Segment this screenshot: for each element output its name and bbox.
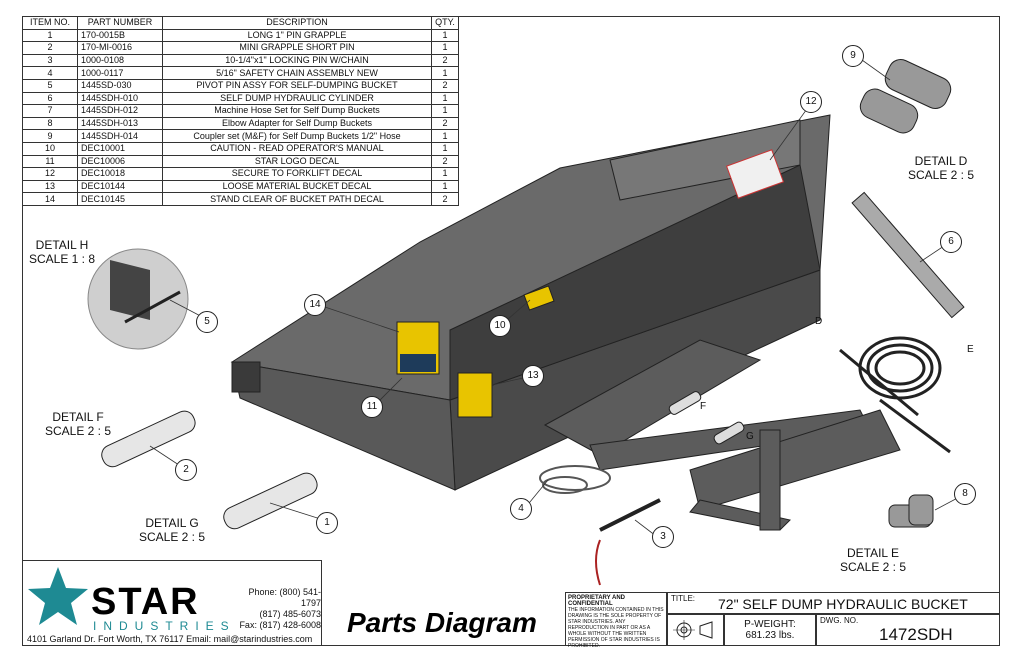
drawing-number-cell: DWG. NO. 1472SDH — [816, 614, 1000, 646]
weight-cell: P-WEIGHT: 681.23 lbs. — [724, 614, 816, 646]
detail-g-name: DETAIL G — [145, 516, 199, 530]
balloon-2: 2 — [175, 459, 197, 481]
star-logo-icon — [28, 567, 88, 625]
title-cell: TITLE: 72" SELF DUMP HYDRAULIC BUCKET — [667, 592, 1000, 614]
detail-h-scale: SCALE 1 : 8 — [28, 252, 96, 266]
drawing-title: 72" SELF DUMP HYDRAULIC BUCKET — [718, 596, 968, 612]
cell-qty: 1 — [431, 141, 459, 156]
detail-g-pin — [713, 421, 745, 445]
company-address: 4101 Garland Dr. Fort Worth, TX 76117 Em… — [27, 634, 313, 644]
balloon-1: 1 — [316, 512, 338, 534]
forklift-frame — [543, 339, 901, 531]
detail-h-name: DETAIL H — [35, 238, 89, 252]
projection-symbol-cell — [667, 614, 724, 646]
balloon-8: 8 — [954, 483, 976, 505]
balloon-9: 9 — [842, 45, 864, 67]
detail-h-label: DETAIL H SCALE 1 : 8 — [18, 238, 106, 266]
detail-f-pin — [668, 391, 702, 415]
parts-table-header: ITEM NO. PART NUMBER DESCRIPTION QTY. — [22, 16, 459, 30]
balloon-12: 12 — [800, 91, 822, 113]
safety-chain — [539, 465, 611, 494]
view-letter-e: E — [967, 344, 974, 355]
balloon-10: 10 — [489, 315, 511, 337]
detail-e-scale: SCALE 2 : 5 — [839, 560, 907, 574]
detail-e-label: DETAIL E SCALE 2 : 5 — [828, 546, 918, 574]
cell-part-number: DEC10145 — [77, 192, 163, 206]
detail-f-label: DETAIL F SCALE 2 : 5 — [34, 410, 122, 438]
star-logo-decal — [400, 354, 436, 372]
cell-description: STAND CLEAR OF BUCKET PATH DECAL — [162, 192, 432, 206]
detail-g-label: DETAIL G SCALE 2 : 5 — [128, 516, 216, 544]
drawing-frame — [22, 16, 1000, 646]
pin-1 — [223, 472, 318, 530]
cell-item-no: 14 — [22, 192, 78, 206]
coupler-set — [859, 58, 952, 134]
detail-d-scale: SCALE 2 : 5 — [907, 168, 975, 182]
company-sub: INDUSTRIES — [93, 619, 236, 633]
dwg-label: DWG. NO. — [820, 616, 859, 625]
company-name: STAR — [91, 581, 200, 623]
prop-text: THE INFORMATION CONTAINED IN THIS DRAWIN… — [568, 607, 664, 649]
balloon-5: 5 — [196, 311, 218, 333]
balloon-14: 14 — [304, 294, 326, 316]
title-block: STAR INDUSTRIES Phone: (800) 541-1797 (8… — [22, 560, 1000, 649]
detail-g-scale: SCALE 2 : 5 — [138, 530, 206, 544]
balloon-3: 3 — [652, 526, 674, 548]
company-fax: Fax: (817) 428-6008 — [239, 620, 321, 630]
weight-value: 681.23 lbs. — [745, 630, 795, 641]
view-letter-d: D — [815, 316, 823, 327]
company-phone2: (817) 485-6073 — [259, 609, 321, 619]
elbow-adapter — [888, 494, 934, 528]
pin-2 — [101, 410, 196, 468]
hydraulic-cylinder — [851, 191, 965, 319]
detail-f-name: DETAIL F — [52, 410, 104, 424]
balloon-13: 13 — [522, 365, 544, 387]
weight-label: P-WEIGHT: — [744, 619, 796, 630]
detail-d-name: DETAIL D — [914, 154, 968, 168]
dwg-number: 1472SDH — [879, 625, 953, 644]
prop-heading: PROPRIETARY AND CONFIDENTIAL — [568, 595, 626, 607]
cell-qty: 2 — [431, 192, 459, 206]
detail-d-label: DETAIL D SCALE 2 : 5 — [896, 154, 986, 182]
cell-qty: 1 — [431, 129, 459, 143]
company-logo-box: STAR INDUSTRIES Phone: (800) 541-1797 (8… — [22, 560, 322, 646]
view-letter-f: F — [700, 401, 707, 412]
company-contact: Phone: (800) 541-1797 (817) 485-6073 Fax… — [231, 587, 321, 631]
company-phone: Phone: (800) 541-1797 — [248, 587, 321, 608]
balloon-11: 11 — [361, 396, 383, 418]
view-letter-g: G — [746, 431, 754, 442]
detail-f-scale: SCALE 2 : 5 — [44, 424, 112, 438]
detail-e-name: DETAIL E — [846, 546, 899, 560]
locking-pin — [595, 498, 661, 586]
diagram-title: Parts Diagram — [347, 607, 537, 638]
hose-set — [839, 336, 951, 454]
balloon-4: 4 — [510, 498, 532, 520]
balloon-6: 6 — [940, 231, 962, 253]
title-label: TITLE: — [671, 594, 696, 603]
forklift-decal — [725, 149, 785, 199]
projection-symbol-icon — [673, 620, 713, 640]
proprietary-notice: PROPRIETARY AND CONFIDENTIAL THE INFORMA… — [565, 592, 667, 649]
loose-material-decal — [457, 372, 493, 418]
